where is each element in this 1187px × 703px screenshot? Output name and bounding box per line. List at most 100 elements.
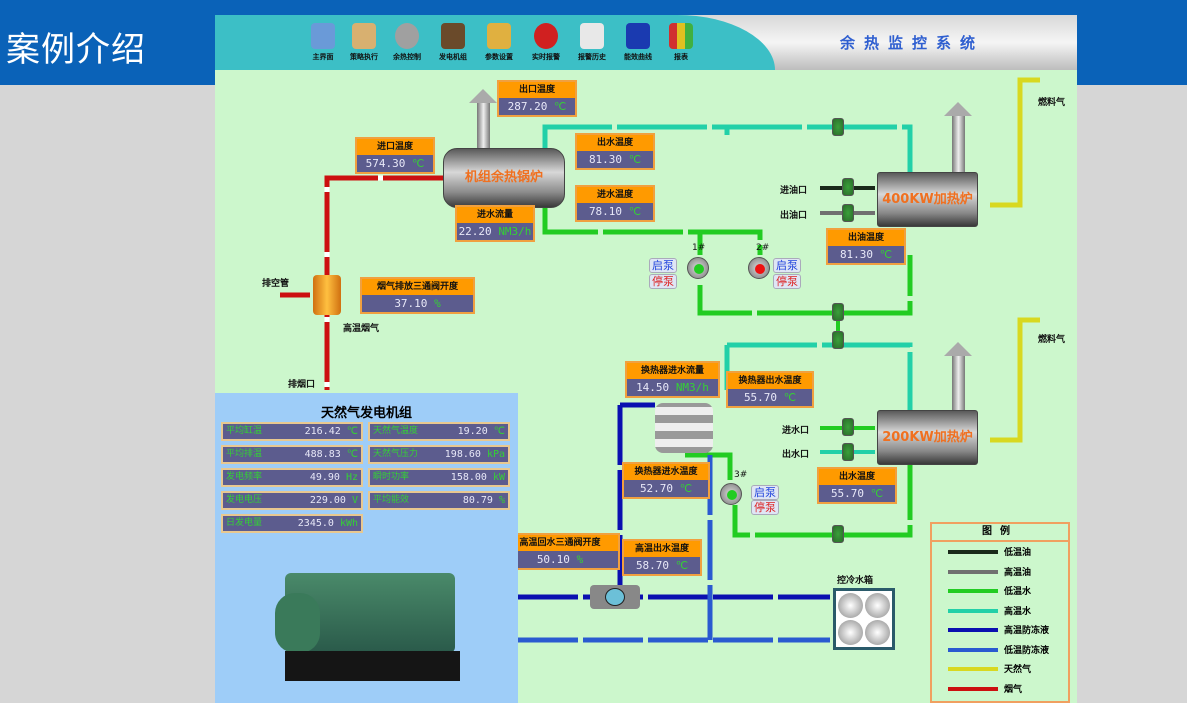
valve[interactable] bbox=[832, 303, 844, 321]
pump-3-id: 3# bbox=[734, 470, 748, 480]
cell-value: 488.83 bbox=[304, 449, 341, 460]
pipe-natural-gas bbox=[990, 77, 1040, 443]
readout-unit: ℃ bbox=[675, 559, 689, 572]
nav-main[interactable]: 主界面 bbox=[301, 23, 345, 62]
nav-realtime-alarm[interactable]: 实时报警 bbox=[524, 23, 568, 62]
nav-report[interactable]: 报表 bbox=[659, 23, 703, 62]
fan-icon bbox=[865, 620, 890, 645]
pipe-flue-gas bbox=[280, 175, 443, 390]
page-title: 案例介绍 bbox=[6, 30, 146, 70]
pump-1-start-button[interactable]: 启泵 bbox=[649, 258, 677, 273]
notebook-pencil-icon bbox=[487, 23, 511, 49]
return-three-way-valve[interactable] bbox=[590, 585, 640, 609]
furnace-200kw[interactable]: 200KW加热炉 bbox=[877, 410, 978, 465]
readout-value: 58.70 bbox=[635, 559, 670, 572]
nav-label: 能效曲线 bbox=[624, 53, 652, 61]
nav-generator[interactable]: 发电机组 bbox=[431, 23, 475, 62]
pump-1-id: 1# bbox=[692, 243, 706, 253]
valve[interactable] bbox=[832, 525, 844, 543]
readout-label: 进水温度 bbox=[577, 187, 653, 203]
cooling-tank bbox=[833, 588, 895, 650]
pump-2 bbox=[748, 257, 770, 279]
legend-item: 低温水 bbox=[932, 581, 1068, 601]
pump-status-indicator bbox=[755, 264, 765, 274]
vent-pipe-label: 排空管 bbox=[262, 279, 290, 289]
nav-label: 参数设置 bbox=[485, 53, 513, 61]
hmi-panel: 主界面 策略执行 余热控制 发电机组 参数设置 实时报警 报警历史 能效曲线 报… bbox=[215, 15, 1077, 703]
alarm-button-icon bbox=[534, 23, 558, 49]
system-title: 余热监控系统 bbox=[840, 34, 985, 52]
nav-params[interactable]: 参数设置 bbox=[477, 23, 521, 62]
pump-1-stop-button[interactable]: 停泵 bbox=[649, 274, 677, 289]
readout-label: 进水流量 bbox=[457, 207, 533, 223]
readout-label: 进口温度 bbox=[357, 139, 433, 155]
cell-label: 日发电量 bbox=[226, 518, 263, 528]
legend-swatch bbox=[948, 569, 998, 574]
valve-water-out[interactable] bbox=[842, 443, 854, 461]
top-bar bbox=[0, 0, 1187, 15]
chart-curve-icon bbox=[626, 23, 650, 49]
furnace-400kw[interactable]: 400KW加热炉 bbox=[877, 172, 978, 227]
nav-efficiency-curve[interactable]: 能效曲线 bbox=[616, 23, 660, 62]
legend-label: 天然气 bbox=[1004, 665, 1032, 675]
readout-label: 高温出水温度 bbox=[624, 541, 700, 557]
readout-value: 14.50 bbox=[636, 381, 670, 394]
legend-label: 高温油 bbox=[1004, 567, 1032, 578]
cell-value: 80.79 bbox=[462, 495, 493, 506]
cell-label: 发电频率 bbox=[226, 472, 263, 482]
readout-value: 55.70 bbox=[830, 487, 865, 500]
readout-unit: ℃ bbox=[628, 153, 642, 166]
pump-2-stop-button[interactable]: 停泵 bbox=[773, 274, 801, 289]
waste-heat-boiler[interactable]: 机组余热锅炉 bbox=[443, 148, 565, 208]
legend-label: 高温水 bbox=[1004, 606, 1032, 617]
pump-3-start-button[interactable]: 启泵 bbox=[751, 485, 779, 500]
fan-icon bbox=[838, 593, 863, 618]
cell-label: 平均能效 bbox=[373, 495, 410, 505]
cooling-tank-label: 控冷水箱 bbox=[837, 576, 874, 586]
pump-status-indicator bbox=[727, 490, 737, 500]
pump-status-indicator bbox=[694, 264, 704, 274]
readout-label: 烟气排放三通阀开度 bbox=[362, 279, 473, 295]
chimney-cap bbox=[944, 342, 972, 356]
nav-strategy[interactable]: 策略执行 bbox=[342, 23, 386, 62]
legend-item: 天然气 bbox=[932, 659, 1068, 679]
legend-swatch bbox=[948, 589, 998, 593]
readout-label: 换热器出水温度 bbox=[728, 373, 812, 389]
fan-icon bbox=[865, 593, 890, 618]
nav-label: 发电机组 bbox=[439, 53, 467, 61]
readout-unit: ℃ bbox=[783, 391, 797, 404]
valve[interactable] bbox=[832, 118, 844, 136]
cell-value: 229.00 bbox=[309, 495, 346, 506]
cell-unit: % bbox=[498, 495, 505, 506]
pipe-hot-water bbox=[542, 124, 913, 410]
document-pen-icon bbox=[580, 23, 604, 49]
valve-oil-in[interactable] bbox=[842, 178, 854, 196]
cell-value: 19.20 bbox=[457, 426, 488, 437]
valve[interactable] bbox=[832, 331, 844, 349]
boiler-chimney bbox=[477, 102, 490, 150]
readout-label: 高温回水三通阀开度 bbox=[502, 535, 618, 551]
valve-oil-out[interactable] bbox=[842, 204, 854, 222]
legend-swatch bbox=[948, 608, 998, 613]
legend-label: 低温水 bbox=[1004, 587, 1032, 597]
cell-value: 49.90 bbox=[309, 472, 340, 483]
flue-three-way-valve[interactable] bbox=[313, 275, 341, 315]
exhaust-port-label: 排烟口 bbox=[288, 380, 316, 390]
pump-3-stop-button[interactable]: 停泵 bbox=[751, 500, 779, 515]
readout-label: 出口温度 bbox=[499, 82, 575, 98]
readout-label: 换热器进水流量 bbox=[627, 363, 718, 379]
nav-heat-control[interactable]: 余热控制 bbox=[385, 23, 429, 62]
title-banner bbox=[0, 0, 215, 85]
nav-alarm-history[interactable]: 报警历史 bbox=[570, 23, 614, 62]
cell-unit: ℃ bbox=[346, 426, 358, 437]
legend-swatch bbox=[948, 647, 998, 652]
generator-title: 天然气发电机组 bbox=[320, 406, 412, 421]
pump-2-start-button[interactable]: 启泵 bbox=[773, 258, 801, 273]
valve-water-in[interactable] bbox=[842, 418, 854, 436]
